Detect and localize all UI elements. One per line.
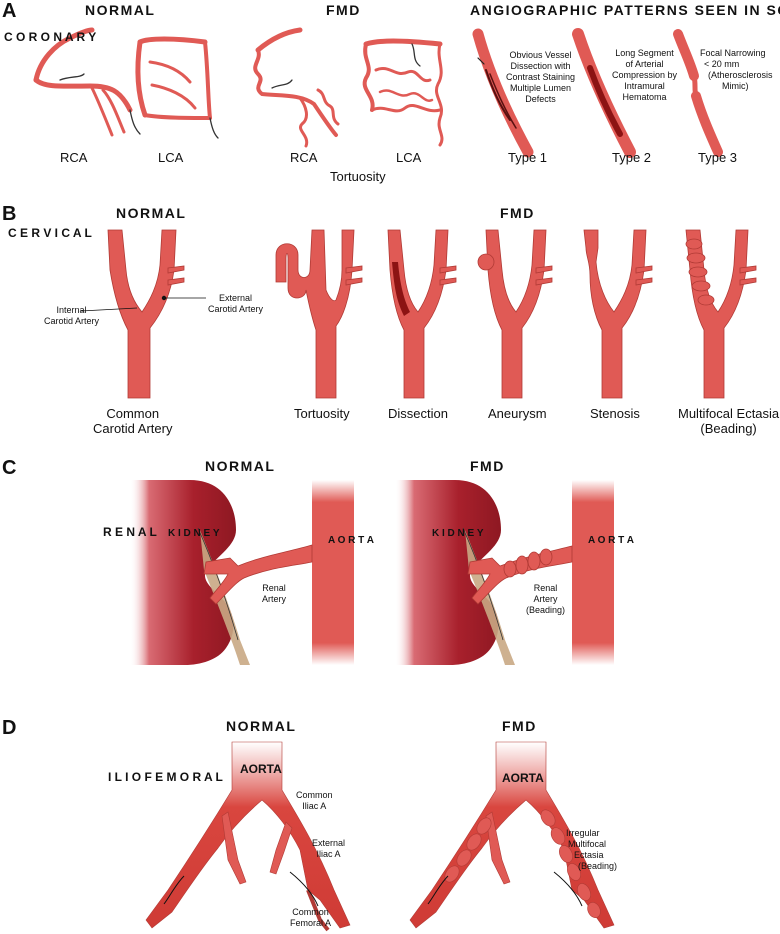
panel-label-b: B [2, 203, 17, 225]
scad-type1-label: Type 1 [508, 150, 548, 165]
carotid-tortuosity [275, 229, 363, 399]
coronary-tortuosity-label: Tortuosity [330, 169, 386, 184]
kidney-label-normal: K I D N E Y [168, 528, 220, 540]
cervical-dissection-label: Dissection [388, 406, 448, 421]
panel-label-a: A [2, 0, 17, 22]
coronary-fmd-lca [362, 38, 444, 147]
coronary-rca-label: RCA [60, 150, 88, 165]
cervical-fmd-heading: FMD [500, 205, 535, 221]
aorta-label-renal-normal: A O R T A [328, 535, 374, 546]
carotid-pointer-lines [80, 295, 206, 312]
cervical-ectasia-label: Multifocal Ectasia(Beading) [678, 406, 780, 436]
scad-type1-vessel [472, 28, 534, 158]
aorta-label-renal-fmd: A O R T A [588, 535, 634, 546]
coronary-fmd-rca [253, 27, 340, 148]
cervical-aneurysm-label: Aneurysm [488, 406, 547, 421]
panel-label-d: D [2, 717, 17, 739]
iliofemoral-normal-heading: NORMAL [226, 718, 297, 734]
coronary-fmd-heading: FMD [326, 2, 361, 18]
cervical-tortuosity-label: Tortuosity [294, 406, 350, 421]
cervical-normal-heading: NORMAL [116, 205, 187, 221]
carotid-stenosis [583, 229, 653, 399]
scad-type3-vessel [673, 29, 723, 157]
aorta-label-iliac-fmd: AORTA [502, 771, 544, 785]
scad-type3-description: Focal Narrowing < 20 mm (Atherosclerosis… [700, 48, 773, 91]
renal-fmd [395, 480, 614, 665]
cervical-region-label: C E R V I C A L [8, 226, 92, 240]
iliofemoral-fmd [409, 741, 615, 929]
coronary-normal-heading: NORMAL [85, 2, 156, 18]
coronary-region-label: C O R O N A R Y [4, 30, 97, 44]
carotid-aneurysm [477, 229, 553, 399]
aorta-label-iliac-normal: AORTA [240, 762, 282, 776]
scad-type2-label: Type 2 [612, 150, 652, 165]
renal-region-label: R E N A L [103, 525, 157, 539]
irregular-ectasia-label: Irregular Multifocal Ectasia (Beading) [566, 828, 618, 871]
kidney-label-fmd: K I D N E Y [432, 528, 484, 540]
coronary-normal-rca [33, 27, 141, 137]
scad-type1-description: Obvious Vessel Dissection with Contrast … [506, 50, 576, 104]
renal-normal-heading: NORMAL [205, 458, 276, 474]
iliofemoral-normal [145, 741, 351, 932]
carotid-normal [107, 229, 185, 399]
scad-heading: ANGIOGRAPHIC PATTERNS SEEN IN SCAD [470, 2, 780, 18]
coronary-normal-lca [135, 36, 219, 139]
cervical-stenosis-label: Stenosis [590, 406, 640, 421]
scad-type3-label: Type 3 [698, 150, 738, 165]
scad-type2-description: Long Segment of Arterial Compression by … [612, 48, 678, 102]
coronary-fmd-rca-label: RCA [290, 150, 318, 165]
iliofemoral-fmd-heading: FMD [502, 718, 537, 734]
carotid-dissection [387, 229, 457, 399]
renal-fmd-heading: FMD [470, 458, 505, 474]
coronary-fmd-lca-label: LCA [396, 150, 422, 165]
coronary-lca-label: LCA [158, 150, 184, 165]
carotid-beading [685, 229, 757, 399]
renal-normal [130, 480, 354, 665]
scad-type2-vessel [572, 28, 636, 158]
iliofemoral-region-label: I L I O F E M O R A L [108, 770, 223, 784]
panel-label-c: C [2, 457, 17, 479]
